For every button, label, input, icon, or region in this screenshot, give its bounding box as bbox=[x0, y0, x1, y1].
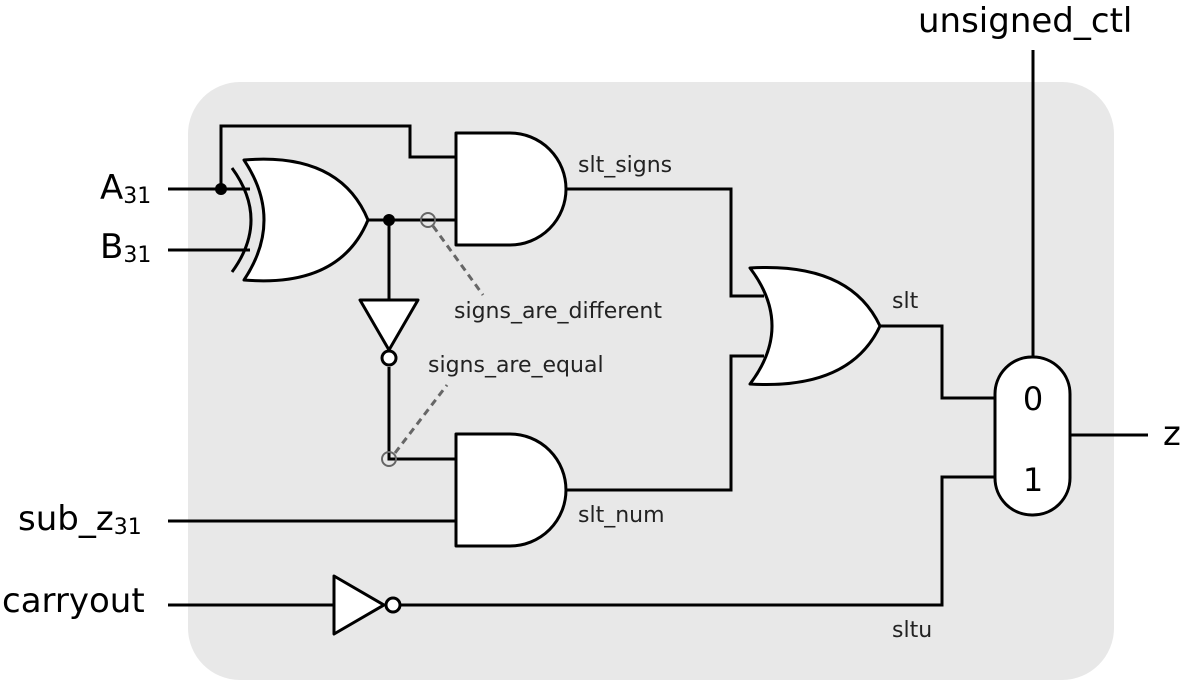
wire-sltu bbox=[400, 475, 995, 607]
and-gate-slt-signs bbox=[454, 131, 568, 247]
label-slt: slt bbox=[892, 289, 919, 314]
wire-signs-equal bbox=[387, 367, 456, 461]
module-background bbox=[188, 82, 1114, 680]
label-signs-are-equal: signs_are_equal bbox=[428, 353, 604, 378]
label-slt-num: slt_num bbox=[578, 503, 665, 528]
label-mux-input-0: 0 bbox=[1023, 380, 1043, 418]
label-mux-input-1: 1 bbox=[1023, 461, 1043, 499]
label-a31: A31 bbox=[100, 168, 151, 209]
label-carryout: carryout bbox=[2, 581, 145, 621]
label-slt-signs: slt_signs bbox=[578, 153, 672, 178]
wire-slt bbox=[880, 324, 995, 400]
wire-slt-num bbox=[566, 354, 764, 492]
probe-signs-different bbox=[420, 212, 436, 228]
or-gate-slt bbox=[748, 265, 882, 387]
junction-xor-out bbox=[383, 214, 395, 226]
label-b31: B31 bbox=[100, 227, 151, 268]
label-z: z bbox=[1163, 414, 1181, 454]
wire-slt-signs bbox=[566, 187, 764, 298]
not-gate-signs bbox=[358, 298, 420, 367]
not-gate-carryout bbox=[332, 574, 402, 636]
xor-gate bbox=[230, 157, 370, 283]
and-gate-slt-num bbox=[454, 432, 568, 548]
wire-a31-branch bbox=[219, 124, 456, 189]
probe-line-signs-different bbox=[431, 225, 485, 296]
junction-a31 bbox=[215, 183, 227, 195]
label-sub-z31: sub_z31 bbox=[18, 499, 142, 540]
probe-signs-equal bbox=[381, 451, 397, 467]
probe-line-signs-equal bbox=[393, 384, 449, 454]
label-sltu: sltu bbox=[892, 618, 932, 643]
label-unsigned-ctl: unsigned_ctl bbox=[918, 1, 1132, 41]
mux bbox=[993, 355, 1072, 517]
label-signs-are-different: signs_are_different bbox=[454, 299, 662, 324]
